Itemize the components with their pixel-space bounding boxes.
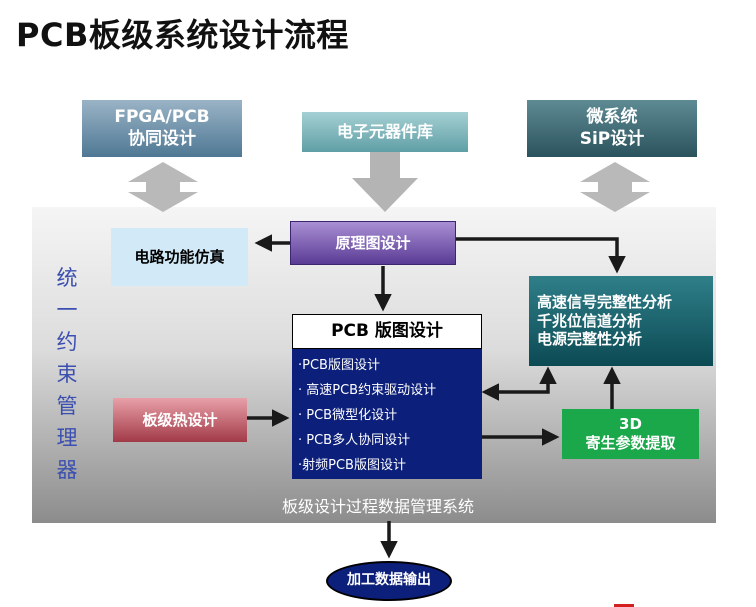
data-output-oval: 加工数据输出	[326, 561, 452, 601]
signal-integrity-box: 高速信号完整性分析 千兆位信道分析 电源完整性分析	[529, 276, 713, 366]
page-title: PCB板级系统设计流程	[16, 16, 349, 54]
thermal-design-box: 板级热设计	[113, 398, 247, 442]
vertical-char: 器	[56, 458, 78, 482]
sip-line-1: 微系统	[586, 107, 638, 128]
library-down-arrow	[352, 152, 418, 212]
pcb-layout-item: · PCB多人协同设计	[298, 433, 411, 448]
sip-design-box: 微系统 SiP设计	[527, 100, 697, 157]
pcb-layout-list: ·PCB版图设计 · 高速PCB约束驱动设计 · PCB微型化设计 · PCB多…	[292, 349, 482, 479]
schematic-design-box: 原理图设计	[290, 221, 456, 265]
si-line-3: 电源完整性分析	[537, 330, 643, 349]
vertical-char: 统	[56, 266, 78, 290]
vertical-char: 管	[56, 394, 78, 418]
parasitic-line-2: 寄生参数提取	[585, 434, 676, 452]
fpga-double-arrow	[128, 162, 198, 212]
fpga-pcb-codesign-box: FPGA/PCB 协同设计	[82, 100, 242, 157]
pcb-layout-item: · PCB微型化设计	[298, 408, 398, 423]
pcb-layout-header-label: PCB 版图设计	[331, 320, 443, 341]
pcb-layout-item: ·射频PCB版图设计	[298, 458, 406, 473]
component-library-label: 电子元器件库	[336, 122, 433, 141]
si-line-2: 千兆位信道分析	[537, 311, 643, 330]
schematic-to-si-arrow	[456, 237, 626, 274]
sip-line-2: SiP设计	[579, 128, 645, 149]
parasitic-extraction-box: 3D 寄生参数提取	[562, 409, 699, 459]
red-underline-mark	[614, 604, 634, 607]
si-line-1: 高速信号完整性分析	[537, 292, 673, 311]
pcb-layout-item: · 高速PCB约束驱动设计	[298, 383, 437, 398]
schematic-design-label: 原理图设计	[335, 233, 411, 252]
circuit-simulation-box: 电路功能仿真	[111, 228, 248, 286]
vertical-char: 理	[56, 426, 78, 450]
pcb-si-bidirectional-arrow	[481, 366, 557, 401]
vertical-char: 一	[56, 298, 78, 322]
vertical-char: 约	[56, 330, 78, 354]
data-output-label: 加工数据输出	[347, 572, 431, 589]
pcb-layout-header: PCB 版图设计	[292, 314, 482, 349]
circuit-simulation-label: 电路功能仿真	[134, 247, 225, 266]
fpga-line-1: FPGA/PCB	[114, 107, 210, 128]
unified-constraint-manager-label: 统 一 约 束 管 理 器	[50, 262, 84, 486]
parasitic-line-1: 3D	[619, 415, 642, 434]
thermal-design-label: 板级热设计	[142, 410, 218, 429]
component-library-box: 电子元器件库	[302, 112, 468, 152]
data-management-system-label: 板级设计过程数据管理系统	[281, 497, 474, 516]
pcb-layout-item: ·PCB版图设计	[298, 358, 380, 373]
fpga-line-2: 协同设计	[128, 128, 196, 149]
vertical-char: 束	[56, 362, 78, 386]
sip-double-arrow	[580, 162, 650, 212]
